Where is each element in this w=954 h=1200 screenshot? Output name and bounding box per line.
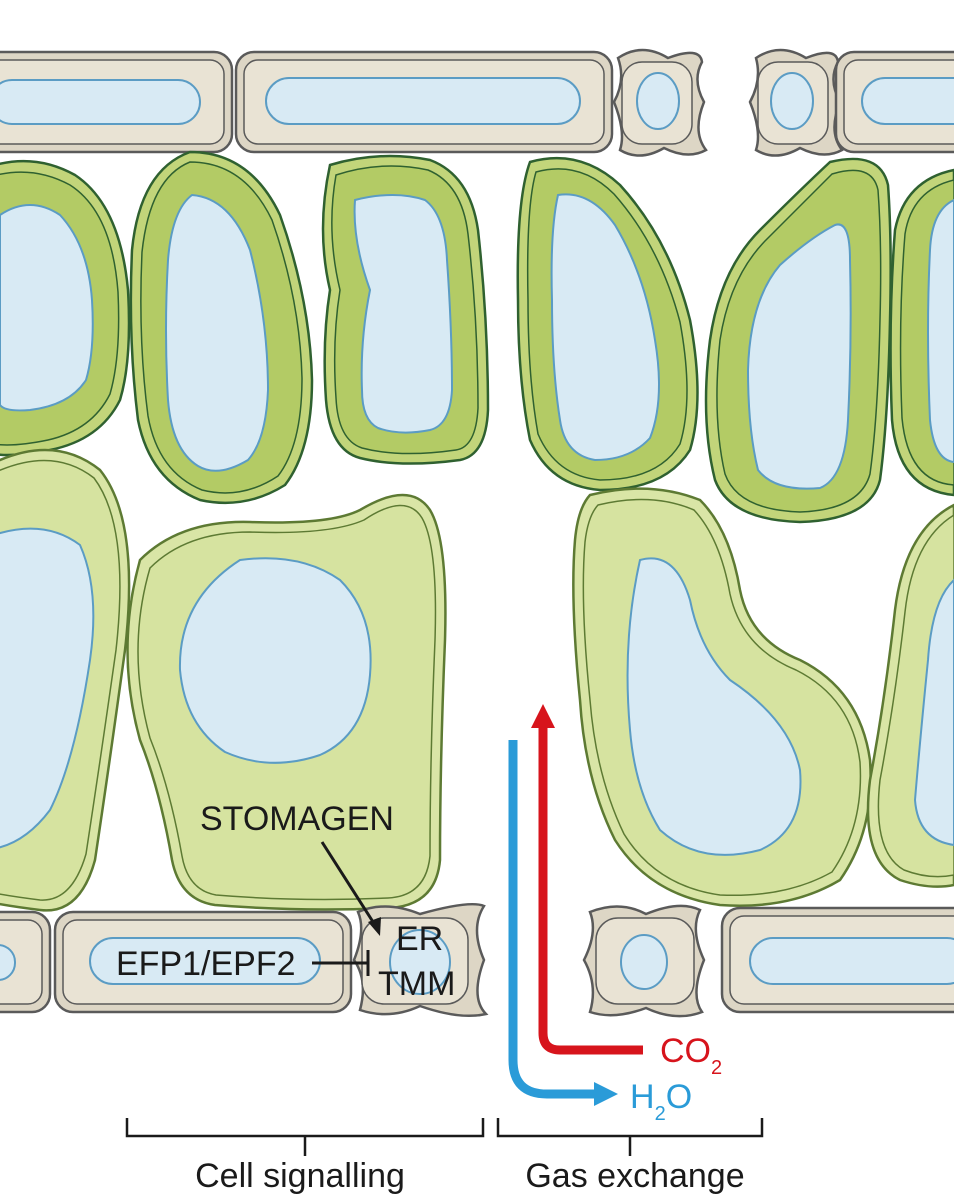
upper-epidermis-cell [234,50,614,154]
lower-epidermis-cell [53,910,353,1014]
lower-guard-cell [582,904,706,1018]
spongy-cell [866,503,954,888]
stomagen-arrow [320,841,381,936]
gas-exchange-label: Gas exchange [525,1157,744,1195]
spongy-cell [572,487,872,907]
palisade-cell [129,150,314,505]
gas-exchange-bracket [496,1118,764,1156]
lower-guard-cell [352,902,489,1018]
palisade-cell [321,154,490,465]
upper-guard-cell [748,48,844,157]
upper-guard-cell [612,48,708,157]
upper-epidermis-cell [834,50,954,154]
h2o-arrow [508,740,618,1106]
co2-arrow [531,704,643,1055]
palisade-cell [704,157,892,524]
upper-epidermis [0,48,954,157]
stomagen-label: STOMAGEN [200,800,394,838]
tmm-label: TMM [378,965,455,1003]
lower-epidermis-cell [720,906,954,1014]
h2o-label: H2O [630,1078,692,1125]
palisade-cell [0,159,131,457]
spongy-cell [126,493,447,911]
co2-label: CO2 [660,1032,722,1079]
palisade-layer [0,150,954,524]
efp-label: EFP1/EPF2 [116,945,296,983]
spongy-layer [0,448,954,912]
cell-signalling-label: Cell signalling [195,1157,405,1195]
lower-epidermis-cell [0,910,52,1014]
cell-signalling-bracket [125,1118,485,1156]
er-label: ER [396,920,443,958]
palisade-cell [889,168,954,497]
lower-epidermis [0,902,954,1018]
efp-inhibition [312,950,370,976]
palisade-cell [516,156,699,492]
spongy-cell [0,448,131,912]
upper-epidermis-cell [0,50,234,154]
